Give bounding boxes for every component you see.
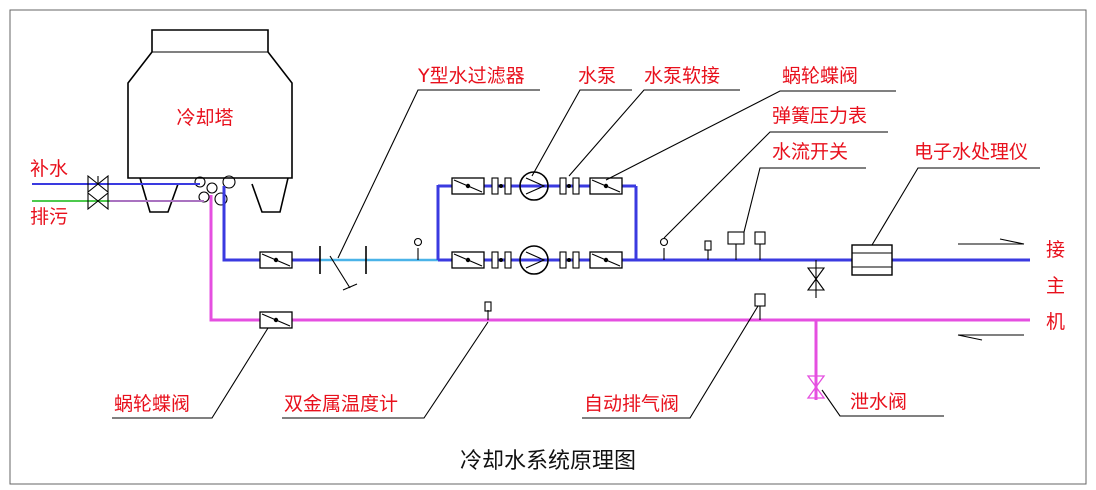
flow-switch-label: 水流开关 (772, 141, 848, 163)
drain-valve-small-icon (87, 191, 109, 211)
air-vent-small-icon (754, 231, 766, 260)
butterfly-valve-bottom-label: 蜗轮蝶阀 (114, 393, 190, 415)
drain-valve-icon (806, 375, 826, 399)
to-main-label-2: 主 (1046, 275, 1065, 297)
thermometer-small-icon (704, 240, 712, 260)
water-processor-label: 电子水处理仪 (914, 141, 1028, 163)
drain-valve-label: 泄水阀 (850, 391, 907, 413)
makeup-water-label: 补水 (30, 158, 68, 180)
bypass-valve-icon (806, 260, 826, 298)
to-main-label-3: 机 (1046, 311, 1065, 333)
tower-label: 冷却塔 (176, 107, 233, 129)
leader-lines (112, 89, 1040, 419)
flow-switch-icon (727, 231, 745, 260)
air-vent-label: 自动排气阀 (584, 393, 679, 415)
auto-air-vent-icon (754, 293, 766, 320)
pressure-gauge-small-icon (413, 237, 423, 260)
drain-label: 排污 (30, 206, 68, 228)
pump-branch-top (451, 171, 623, 201)
y-filter-icon (319, 246, 367, 291)
pump-branch-bottom (451, 245, 623, 275)
flow-arrow-left-icon (957, 334, 1024, 341)
frame (9, 9, 1087, 485)
pressure-gauge-icon (659, 237, 669, 260)
y-filter-label: Y型水过滤器 (417, 65, 525, 87)
to-main-label-1: 接 (1046, 239, 1065, 261)
pressure-gauge-label: 弹簧压力表 (772, 105, 867, 127)
flow-arrow-right-icon (958, 238, 1025, 245)
pump-label: 水泵 (578, 65, 616, 87)
electronic-water-processor-icon (851, 244, 893, 276)
butterfly-valve-top-label: 蜗轮蝶阀 (782, 65, 858, 87)
pump-flex-label: 水泵软接 (644, 65, 720, 87)
diagram-caption: 冷却水系统原理图 (460, 449, 636, 474)
butterfly-valve-return-icon (259, 311, 293, 329)
bimetal-thermometer-icon (484, 301, 492, 320)
butterfly-valve-supply-icon (259, 251, 293, 269)
makeup-valve-icon (87, 174, 109, 194)
thermometer-label: 双金属温度计 (284, 393, 398, 415)
